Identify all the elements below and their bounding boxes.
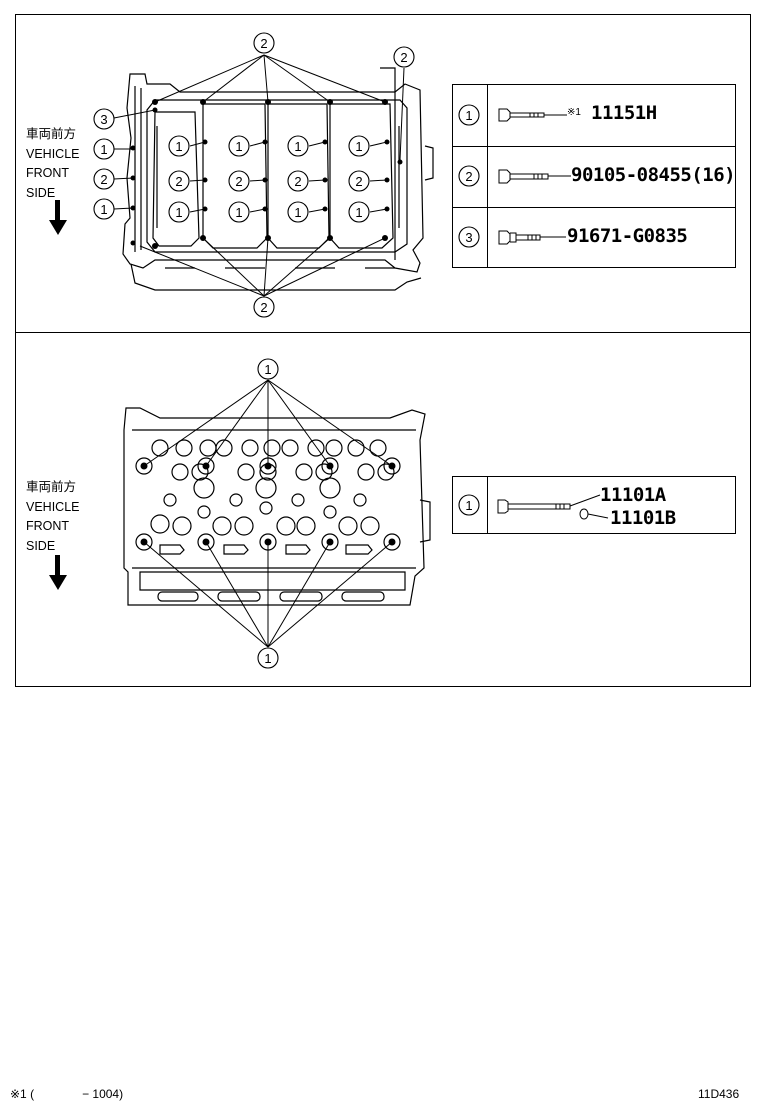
callout-label: 1 — [175, 139, 182, 154]
vehicle-front-label-top: 車両前方 VEHICLE FRONT SIDE — [26, 125, 80, 203]
callout-2-right — [393, 46, 415, 68]
bottom-panel — [15, 332, 751, 687]
callout-1-left-b — [93, 198, 115, 220]
top-leader-lines — [113, 54, 405, 297]
part-number: 11151H — [591, 102, 657, 124]
diagram-code: 11D436 — [698, 1087, 740, 1101]
callout-3-left — [93, 108, 115, 130]
vehicle-front-line: VEHICLE — [26, 499, 80, 514]
callout-2-bottom — [253, 296, 275, 318]
vehicle-front-label-bottom: 車両前方 VEHICLE FRONT SIDE — [26, 478, 80, 556]
vehicle-front-line: FRONT — [26, 166, 70, 180]
callout-label: 1 — [355, 205, 362, 220]
vehicle-front-line: SIDE — [26, 538, 56, 553]
vehicle-front-jp: 車両前方 — [26, 480, 77, 494]
top-callouts: 2 2 2 3 1 2 1 1 2 1 1 2 1 1 2 1 1 2 1 — [93, 32, 415, 318]
down-arrow-icon — [49, 200, 67, 235]
callout-label: 2 — [260, 36, 267, 51]
callout-label: 1 — [235, 205, 242, 220]
bottom-parts-legend — [452, 476, 736, 534]
callout-label: 2 — [400, 50, 407, 65]
callout-label: 1 — [264, 651, 271, 666]
callout-label: 1 — [235, 139, 242, 154]
legend-ref: 1 — [465, 498, 472, 513]
top-parts-legend — [452, 84, 736, 268]
down-arrow-icon — [49, 555, 67, 590]
cylinder-head-drawing — [123, 407, 431, 606]
legend-note-mark: ※1 — [567, 107, 581, 118]
callout-label: 1 — [294, 205, 301, 220]
top-legend-graphics: 1 2 3 — [458, 104, 571, 248]
footnote: ※1 ( − 1004) — [10, 1087, 123, 1101]
callout-1-top — [257, 358, 279, 380]
callout-label: 1 — [100, 142, 107, 157]
callout-label: 2 — [235, 174, 242, 189]
callout-label: 2 — [100, 172, 107, 187]
callout-label: 1 — [175, 205, 182, 220]
vehicle-front-line: FRONT — [26, 519, 70, 533]
legend-ref: 3 — [465, 230, 472, 245]
callout-2-top — [253, 32, 275, 54]
part-number: 11101B — [610, 507, 676, 529]
part-number: 11101A — [600, 484, 666, 506]
part-number: 90105-08455(16) — [571, 164, 736, 186]
callout-label: 2 — [294, 174, 301, 189]
callout-label: 2 — [175, 174, 182, 189]
callout-2-left — [93, 168, 115, 190]
footnote-mark: ※1 ( — [10, 1087, 35, 1101]
callout-label: 2 — [355, 174, 362, 189]
callout-label: 2 — [260, 300, 267, 315]
bottom-leader-lines: 1 1 — [143, 358, 393, 669]
callout-label: 3 — [100, 112, 107, 127]
legend-row-2 — [453, 146, 735, 208]
callout-1-bottom — [257, 647, 279, 669]
footnote-range: − 1004) — [82, 1087, 124, 1101]
legend-row-1 — [453, 85, 735, 147]
legend-ref: 2 — [465, 169, 472, 184]
legend-ref: 1 — [465, 108, 472, 123]
callout-label: 1 — [264, 362, 271, 377]
vehicle-front-line: SIDE — [26, 185, 56, 200]
callout-label: 1 — [355, 139, 362, 154]
vehicle-front-jp: 車両前方 — [26, 127, 77, 141]
legend-divider — [487, 85, 488, 267]
callout-label: 1 — [294, 139, 301, 154]
part-number: 91671-G0835 — [567, 225, 688, 247]
bottom-legend-graphics: 1 — [458, 494, 609, 520]
callout-1-left-a — [93, 138, 115, 160]
legend-divider — [487, 477, 488, 533]
vehicle-front-line: VEHICLE — [26, 146, 80, 161]
callout-label: 1 — [100, 202, 107, 217]
